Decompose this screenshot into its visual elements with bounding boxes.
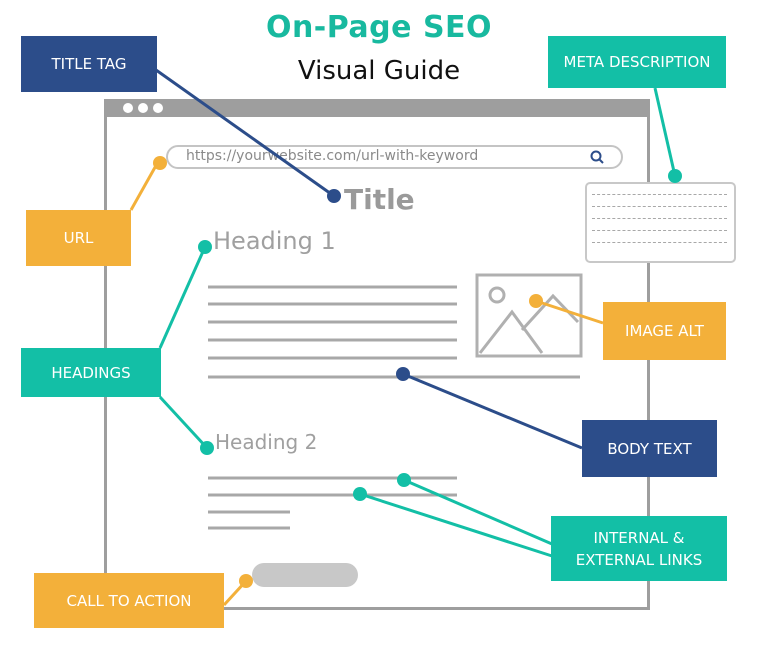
meta-description-box <box>585 182 736 263</box>
meta-text-line <box>592 242 727 243</box>
title-tag-dot <box>327 189 341 203</box>
url-bar <box>166 145 623 169</box>
call-to-action-button <box>252 563 358 587</box>
image-alt-dot <box>529 294 543 308</box>
heading-1: Heading 1 <box>213 227 336 255</box>
headings-label: HEADINGS <box>21 348 161 397</box>
meta-text-line <box>592 206 727 207</box>
image-placeholder-icon <box>475 273 583 358</box>
meta-text-line <box>592 194 727 195</box>
heading-1-dot <box>198 240 212 254</box>
title-tag-label: TITLE TAG <box>21 36 157 92</box>
search-icon <box>590 150 604 164</box>
call-to-action-label: CALL TO ACTION <box>34 573 224 628</box>
external-link-dot <box>353 487 367 501</box>
page-title: Title <box>344 183 415 216</box>
internal-link-dot <box>397 473 411 487</box>
url-connector <box>129 161 160 211</box>
meta-text-line <box>592 230 727 231</box>
url-text: https://yourwebsite.com/url-with-keyword <box>186 148 479 164</box>
links-connector-1 <box>403 478 553 546</box>
internal-external-links-label: INTERNAL & EXTERNAL LINKS <box>551 516 727 581</box>
connector-dots <box>153 156 682 588</box>
heading-2-dot <box>200 441 214 455</box>
meta-description-connector <box>653 87 677 177</box>
diagram-title: On-Page SEO <box>265 10 493 45</box>
connector-lines <box>129 68 677 607</box>
url-dot <box>153 156 167 170</box>
diagram-subtitle: Visual Guide <box>297 56 461 86</box>
browser-title-bar <box>104 99 650 117</box>
headings-connector-1 <box>158 246 207 349</box>
links-connector-2 <box>359 492 553 558</box>
headings-connector-2 <box>158 395 209 450</box>
links-label-line-2: EXTERNAL LINKS <box>575 550 703 569</box>
image-alt-label: IMAGE ALT <box>603 302 726 360</box>
heading-2: Heading 2 <box>215 430 318 454</box>
window-dot-icon <box>123 103 133 113</box>
window-dot-icon <box>138 103 148 113</box>
body-text-label: BODY TEXT <box>582 420 717 477</box>
body-text-lines <box>208 285 580 530</box>
links-label-line-1: INTERNAL & <box>593 528 685 547</box>
body-text-dot <box>396 367 410 381</box>
url-label: URL <box>26 210 131 266</box>
title-tag-connector <box>155 68 335 198</box>
meta-description-label: META DESCRIPTION <box>548 36 726 88</box>
meta-description-dot <box>668 169 682 183</box>
body-text-connector <box>402 372 583 450</box>
window-dot-icon <box>153 103 163 113</box>
image-alt-connector <box>535 299 604 325</box>
meta-text-line <box>592 218 727 219</box>
cta-dot <box>239 574 253 588</box>
